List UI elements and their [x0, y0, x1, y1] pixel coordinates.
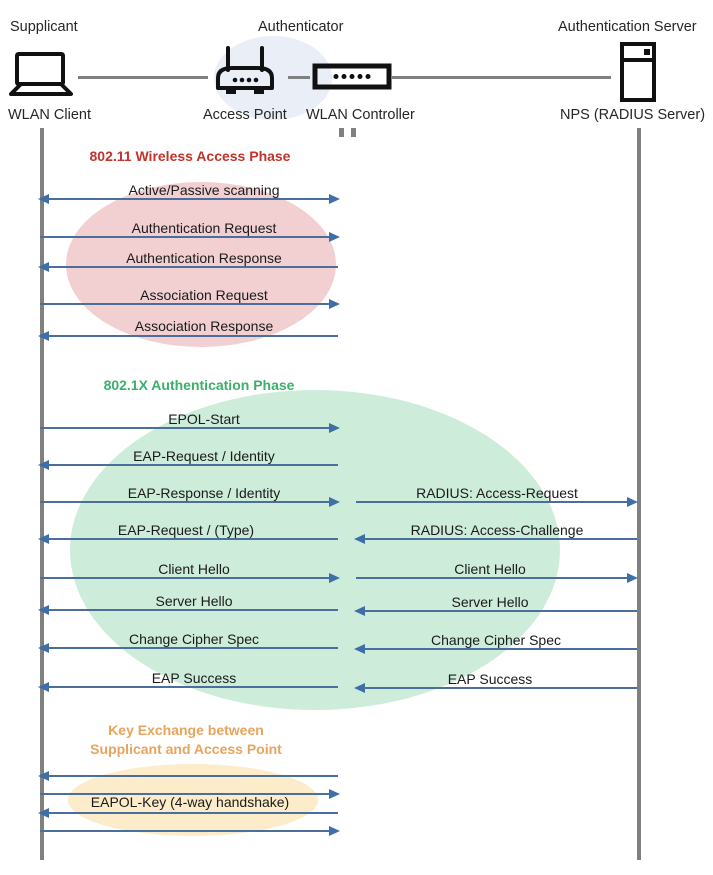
arrow-line: [44, 198, 338, 200]
arrow-head-right: [329, 788, 340, 799]
server-icon: [612, 42, 664, 104]
phase-title-key-exchange-line2: Supplicant and Access Point: [90, 740, 282, 757]
arrow-head-left: [354, 643, 365, 654]
phase-title-8021x: 802.1X Authentication Phase: [103, 377, 295, 393]
arrow-head-left: [38, 330, 49, 341]
message-label: EAP-Request / (Type): [117, 522, 255, 538]
message-label: EAP-Request / Identity: [133, 448, 275, 464]
arrow-line: [40, 793, 338, 795]
arrow-head-right: [329, 572, 340, 583]
phase-title-key-exchange-line1: Key Exchange between: [108, 722, 264, 738]
laptop-icon: [8, 50, 74, 98]
wire-ap-to-controller: [288, 76, 310, 79]
arrow-head-right: [627, 572, 638, 583]
message-label: EAP Success: [151, 670, 237, 686]
arrow-head-left: [38, 807, 49, 818]
controller-box-icon: [312, 60, 392, 92]
message-label: EPOL-Start: [168, 411, 240, 427]
phase-80211-highlight-ellipse: [66, 182, 336, 347]
arrow-head-left: [38, 193, 49, 204]
arrow-line: [44, 464, 338, 466]
role-label-authenticator: Authenticator: [258, 19, 344, 35]
message-label: Active/Passive scanning: [128, 182, 280, 198]
arrow-head-left: [38, 604, 49, 615]
arrow-line: [360, 538, 637, 540]
node-label-wlan-controller: WLAN Controller: [306, 107, 415, 123]
role-label-authentication-server: Authentication Server: [558, 19, 697, 35]
arrow-head-left: [38, 770, 49, 781]
arrow-head-left: [38, 533, 49, 544]
arrow-line: [40, 501, 338, 503]
arrow-head-left: [38, 681, 49, 692]
arrow-head-left: [38, 261, 49, 272]
arrow-line: [40, 427, 338, 429]
arrow-head-right: [329, 231, 340, 242]
wire-client-to-ap: [78, 76, 208, 79]
lifeline-nps-server: [637, 128, 641, 860]
message-label: Authentication Request: [131, 220, 277, 236]
arrow-head-right: [627, 496, 638, 507]
node-label-wlan-client: WLAN Client: [8, 107, 91, 123]
phase-title-80211: 802.11 Wireless Access Phase: [89, 148, 291, 164]
arrow-line: [40, 830, 338, 832]
arrow-line: [40, 303, 338, 305]
message-label: Server Hello: [155, 593, 233, 609]
message-label: Change Cipher Spec: [431, 632, 561, 648]
message-label: RADIUS: Access-Request: [416, 485, 578, 501]
arrow-head-right: [329, 422, 340, 433]
message-label: RADIUS: Access-Challenge: [410, 522, 584, 538]
arrow-head-right: [329, 298, 340, 309]
message-label: Association Response: [134, 318, 274, 334]
arrow-head-right: [329, 825, 340, 836]
arrow-line: [44, 538, 338, 540]
role-label-supplicant: Supplicant: [10, 19, 78, 35]
arrow-line: [40, 577, 338, 579]
message-label: EAPOL-Key (4-way handshake): [90, 794, 290, 810]
arrow-line: [356, 577, 636, 579]
message-label: EAP-Response / Identity: [127, 485, 281, 501]
arrow-line: [40, 236, 338, 238]
message-label: Client Hello: [454, 561, 526, 577]
message-label: EAP Success: [447, 671, 533, 687]
message-label: Server Hello: [451, 594, 529, 610]
arrow-line: [44, 686, 338, 688]
phase-title-key-exchange: Key Exchange between Supplicant and Acce…: [90, 721, 282, 759]
arrow-line: [44, 609, 338, 611]
message-label: Association Request: [140, 287, 268, 303]
arrow-line: [44, 266, 338, 268]
arrow-head-left: [38, 642, 49, 653]
arrow-line: [44, 335, 338, 337]
lifeline-wlan-controller: [351, 128, 356, 860]
arrow-line: [360, 648, 637, 650]
arrow-head-left: [354, 605, 365, 616]
message-label: Client Hello: [158, 561, 230, 577]
lifeline-wlan-client: [40, 128, 44, 860]
wireless-router-icon: [212, 44, 278, 98]
arrow-head-right: [329, 193, 340, 204]
lifeline-access-point: [339, 128, 344, 860]
arrow-line: [44, 812, 338, 814]
arrow-head-left: [354, 682, 365, 693]
arrow-line: [44, 647, 338, 649]
node-label-access-point: Access Point: [203, 107, 287, 123]
arrow-line: [44, 775, 338, 777]
arrow-head-left: [38, 459, 49, 470]
message-label: Change Cipher Spec: [129, 631, 259, 647]
wire-controller-to-server: [392, 76, 611, 79]
arrow-head-right: [329, 496, 340, 507]
message-label: Authentication Response: [126, 250, 282, 266]
arrow-line: [360, 687, 637, 689]
arrow-line: [360, 610, 637, 612]
arrow-line: [356, 501, 636, 503]
node-label-nps-radius-server: NPS (RADIUS Server): [560, 107, 706, 123]
phase-8021x-highlight-ellipse: [70, 390, 560, 710]
arrow-head-left: [354, 533, 365, 544]
